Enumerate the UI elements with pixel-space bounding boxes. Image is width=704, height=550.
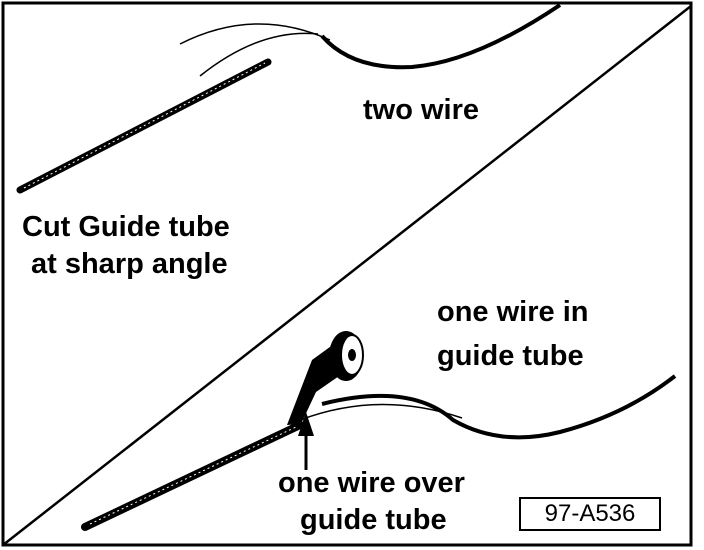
outer-frame [1, 1, 693, 547]
label-one-wire-over-line2: guide tube [300, 504, 447, 536]
figure-code-box: 97-A536 [519, 497, 661, 531]
pointer-arrow [298, 412, 314, 470]
top-wire-thin-2 [199, 32, 319, 77]
top-guide-tube [16, 58, 272, 194]
label-one-wire-in-line1: one wire in [437, 296, 589, 328]
label-one-wire-over-line1: one wire over [278, 467, 465, 499]
label-cut-guide-tube-line2: at sharp angle [31, 248, 228, 280]
label-cut-guide-tube-line1: Cut Guide tube [22, 211, 230, 243]
bottom-wire-thin [299, 403, 463, 421]
diagonal-divider [2, 5, 692, 546]
top-wire-thick [320, 3, 562, 70]
tape-strip [287, 344, 342, 425]
label-one-wire-in-line2: guide tube [437, 340, 584, 372]
label-two-wire: two wire [363, 94, 480, 126]
tape-roll-icon [329, 331, 364, 381]
bottom-guide-tube [81, 421, 304, 531]
bottom-wire-thick [321, 374, 677, 440]
